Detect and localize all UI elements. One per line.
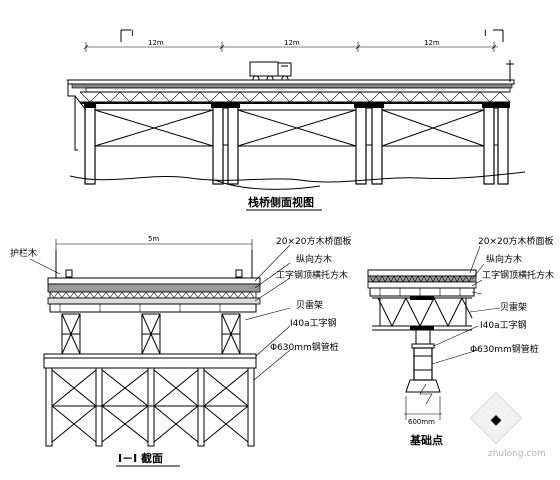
svg-text:◆: ◆: [491, 412, 502, 428]
section-mark-left: I: [120, 29, 134, 42]
detail-label-cross-timber: 工字钢顶横托方木: [482, 269, 554, 281]
section-view: 护栏木 5m: [10, 235, 351, 467]
section-label-pile: Φ630mm钢管桩: [270, 341, 339, 353]
span-label-1: 12m: [148, 39, 164, 47]
section-i-beam: [43, 353, 257, 369]
section-leaders: [244, 244, 291, 381]
truck-icon: [249, 61, 292, 83]
section-rail-posts: [55, 250, 253, 278]
detail-dimension: 600mm: [404, 396, 442, 426]
detail-view: 600mm 20×20方木桥面板 纵向方木 工字钢顶横托方木 贝雷架 I40a工…: [367, 235, 554, 447]
elevation-view: I I 12m 12m 12m: [66, 29, 526, 211]
ground-line: [69, 171, 526, 183]
section-label-bailey: 贝雷架: [296, 300, 323, 311]
detail-label-bailey: 贝雷架: [500, 302, 527, 313]
guardrail-leader: [29, 258, 61, 275]
watermark-text: zhulong.com: [488, 449, 546, 459]
detail-dim-label: 600mm: [408, 418, 435, 426]
detail-caption: 基础点: [409, 433, 443, 447]
elevation-caption: 栈桥侧面视图: [248, 195, 314, 209]
span-label-3: 12m: [424, 39, 440, 47]
section-label-deck: 20×20方木桥面板: [276, 235, 351, 247]
detail-deck-layers: [367, 269, 477, 297]
detail-label-deck: 20×20方木桥面板: [478, 235, 553, 247]
section-label-long-timber: 纵向方木: [296, 253, 332, 265]
pier-group-2: [211, 103, 240, 185]
detail-label-i-beam: I40a工字钢: [480, 319, 527, 331]
section-bailey-frames: [61, 313, 241, 355]
section-mark-right: I: [484, 29, 504, 42]
elevation-deck: [66, 79, 515, 93]
section-pile-frames: [45, 367, 255, 447]
span-dimension-line: 12m 12m 12m: [83, 39, 498, 52]
pier-cross-bracing: [94, 109, 485, 147]
section-width-dimension: 5m: [55, 235, 253, 250]
section-mark-right-label: I: [484, 29, 487, 39]
section-label-cross-timber: 工字钢顶横托方木: [276, 269, 348, 281]
section-caption: I－I 截面: [118, 451, 163, 465]
detail-label-pile: Φ630mm钢管桩: [470, 343, 539, 355]
detail-leaders: [431, 245, 501, 365]
section-mark-left-label: I: [131, 29, 134, 39]
pier-group-4: [482, 103, 510, 185]
riverbed-curve: [214, 179, 321, 190]
section-width-label: 5m: [148, 235, 159, 243]
span-label-2: 12m: [284, 39, 300, 47]
section-deck-layers: [47, 277, 261, 313]
pier-group-1: [84, 103, 96, 185]
elevation-bailey-truss: [79, 91, 511, 104]
watermark-logo: ◆ zhulong.com: [469, 391, 546, 459]
detail-steel-pile: [405, 329, 441, 405]
left-abutment: [67, 84, 87, 151]
detail-label-long-timber: 纵向方木: [486, 253, 522, 265]
section-label-i-beam: I40a工字钢: [290, 317, 337, 329]
pier-group-3: [354, 103, 384, 185]
detail-bailey-truss: [372, 296, 473, 331]
guardrail-label: 护栏木: [10, 247, 37, 259]
